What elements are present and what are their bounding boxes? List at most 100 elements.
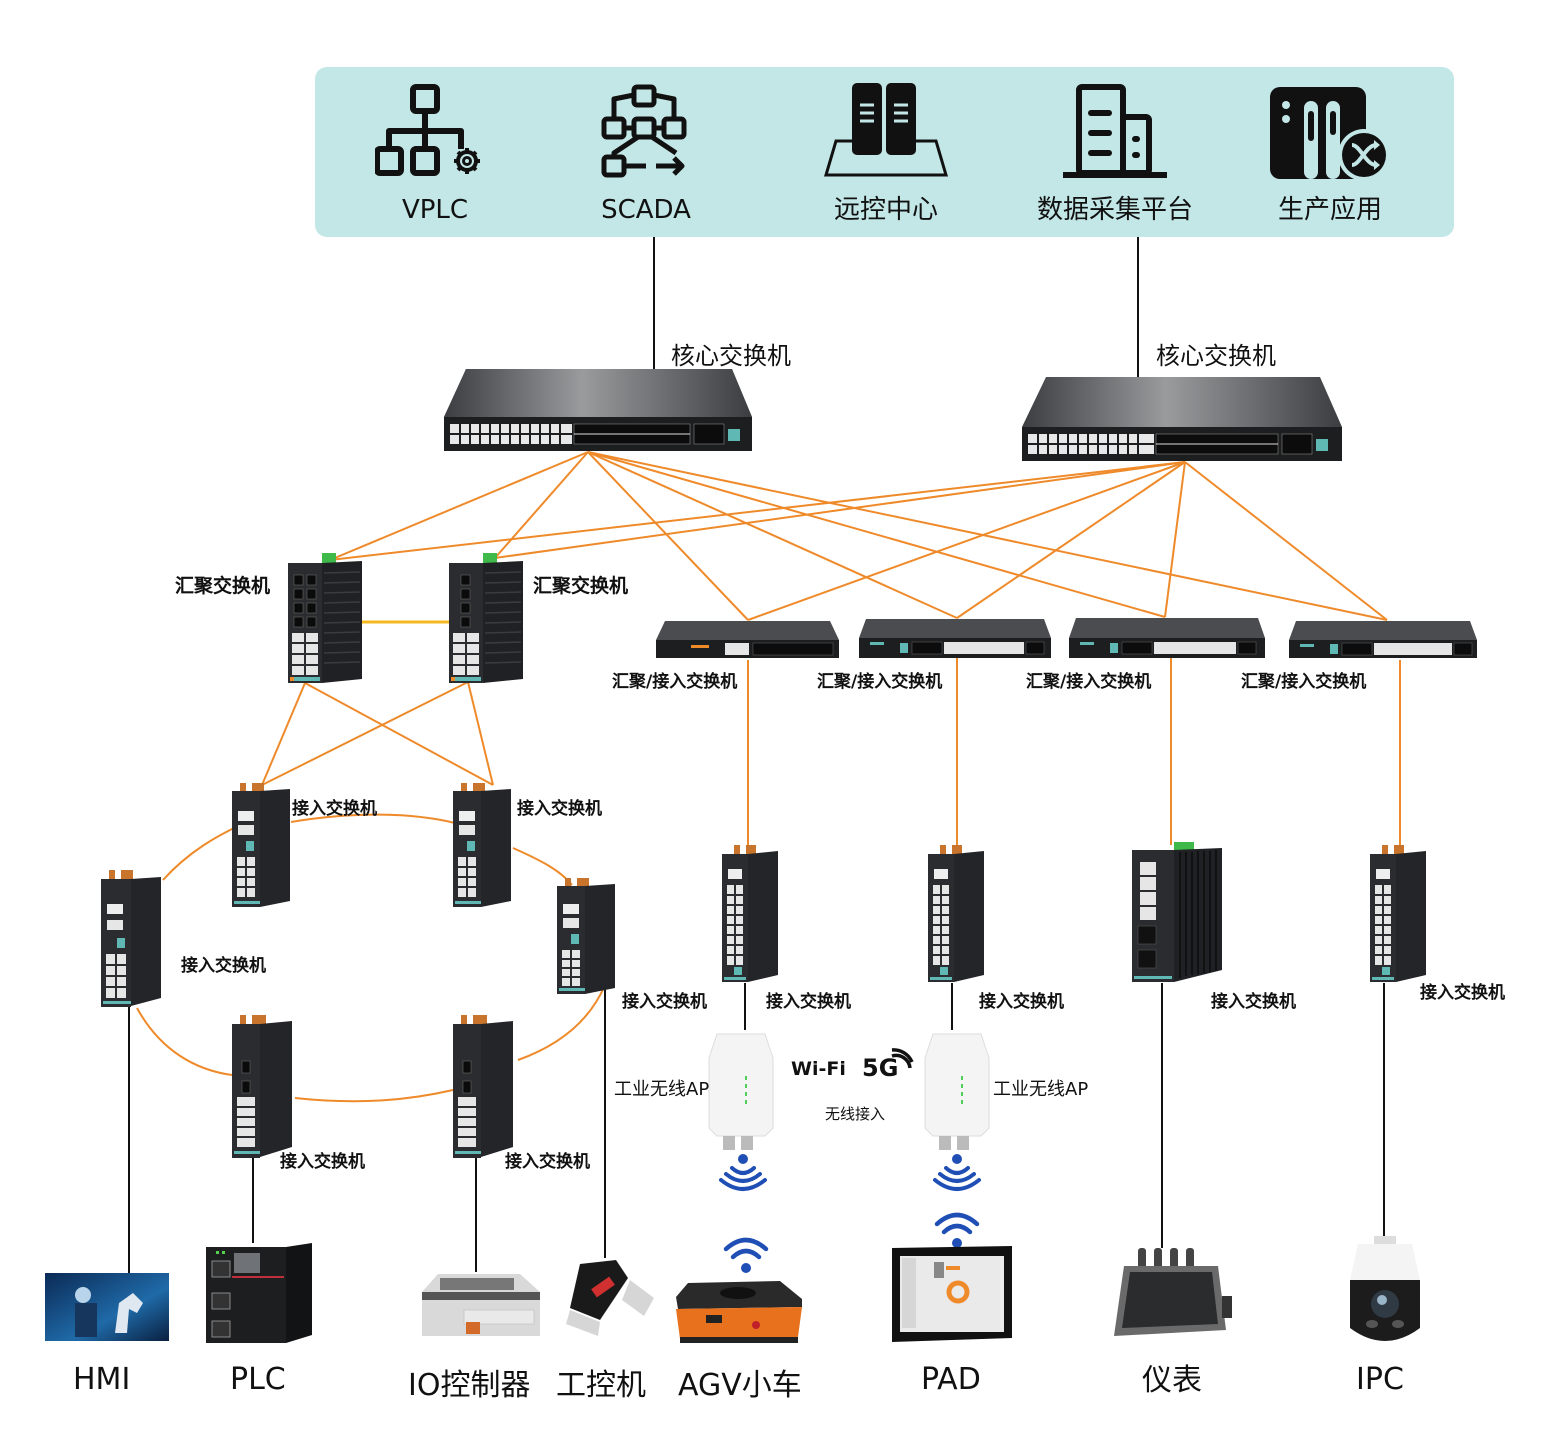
pad-device bbox=[892, 1246, 1012, 1342]
ring-access-switch-6 bbox=[453, 1015, 513, 1158]
link-core1-agg2 bbox=[494, 451, 589, 559]
ring-access-switch-6-label: 接入交换机 bbox=[505, 1152, 590, 1172]
meter-device bbox=[1114, 1248, 1232, 1336]
link-agg1-acc1 bbox=[261, 682, 306, 786]
agg-access-switch-1-label: 汇聚/接入交换机 bbox=[612, 672, 738, 692]
app-vplc: VPLC bbox=[335, 67, 535, 237]
app-scada: SCADA bbox=[546, 67, 746, 237]
device-label-io-controller: IO控制器 bbox=[408, 1368, 531, 1403]
ring-access-switch-2 bbox=[453, 783, 511, 907]
ring-access-switch-2-label: 接入交换机 bbox=[517, 799, 602, 819]
ip-camera-device bbox=[1350, 1236, 1420, 1341]
link-core1-aa1 bbox=[587, 451, 749, 621]
device-label-meter: 仪表 bbox=[1142, 1363, 1202, 1398]
right-access-switch-3-label: 接入交换机 bbox=[1211, 992, 1296, 1012]
link-core1-aa4 bbox=[587, 451, 1388, 621]
link-agg2-acc2 bbox=[467, 681, 494, 786]
device-label-plc: PLC bbox=[230, 1362, 286, 1397]
ring-access-switch-1 bbox=[232, 783, 290, 907]
io-controller-device bbox=[422, 1274, 540, 1336]
wifi-signal-icon bbox=[719, 1154, 767, 1191]
ring-access-switch-3-label: 接入交换机 bbox=[181, 956, 266, 976]
ring-link bbox=[517, 984, 606, 1061]
5g-logo: 5G bbox=[862, 1054, 899, 1082]
wifi-icon bbox=[934, 1212, 980, 1248]
core-switch-1-label: 核心交换机 bbox=[671, 342, 791, 370]
aggregation-switch-2 bbox=[449, 553, 523, 683]
plc-device bbox=[206, 1243, 312, 1343]
ap-1-label: 工业无线AP bbox=[614, 1079, 710, 1100]
agg-access-switch-2-label: 汇聚/接入交换机 bbox=[817, 672, 943, 692]
device-label-ip-camera: IPC bbox=[1356, 1362, 1404, 1397]
right-access-switch-1-label: 接入交换机 bbox=[766, 992, 851, 1012]
ring-link bbox=[136, 1007, 233, 1076]
aggregation-switch-1 bbox=[288, 553, 362, 683]
core-switch-2-label: 核心交换机 bbox=[1156, 342, 1276, 370]
app-data-acquisition-platform: 数据采集平台 bbox=[1015, 67, 1215, 237]
right-access-switch-1 bbox=[722, 845, 778, 982]
industrial-pc-device bbox=[566, 1260, 654, 1336]
right-access-switch-2 bbox=[928, 845, 984, 982]
right-access-switch-4-label: 接入交换机 bbox=[1420, 983, 1505, 1003]
right-access-switch-3 bbox=[1132, 842, 1222, 982]
link-core2-agg1 bbox=[329, 461, 1186, 561]
link-agg1-acc2 bbox=[304, 682, 494, 786]
link-agg2-acc1 bbox=[261, 681, 469, 786]
aggregation-switch-1-label: 汇聚交换机 bbox=[175, 575, 271, 597]
ap-2-label: 工业无线AP bbox=[993, 1079, 1089, 1100]
link-core1-aa2 bbox=[587, 451, 958, 619]
wifi-icon bbox=[723, 1237, 769, 1273]
flowchart-icon bbox=[601, 84, 687, 178]
app-label: 远控中心 bbox=[833, 195, 938, 225]
agv-device bbox=[676, 1281, 802, 1343]
industrial-ap-2 bbox=[924, 1033, 990, 1150]
link-core2-aa3 bbox=[1164, 461, 1186, 618]
server-shuffle-icon bbox=[1270, 87, 1390, 181]
link-core1-aa3 bbox=[587, 451, 1166, 618]
aggregation-switch-2-label: 汇聚交换机 bbox=[533, 575, 629, 597]
ring-access-switch-1-label: 接入交换机 bbox=[292, 799, 377, 819]
link-core2-aa4 bbox=[1184, 461, 1388, 621]
wifi-logo: Wi-Fi bbox=[791, 1058, 846, 1080]
5g-signal-icon bbox=[891, 1048, 914, 1069]
server-platform-icon bbox=[823, 83, 949, 177]
agg-access-switch-3 bbox=[1069, 618, 1265, 658]
app-production-application: 生产应用 bbox=[1230, 67, 1430, 237]
ring-access-switch-5-label: 接入交换机 bbox=[280, 1152, 365, 1172]
link-core2-aa1 bbox=[747, 461, 1186, 621]
ring-access-switch-4 bbox=[557, 878, 615, 994]
ring-link bbox=[162, 827, 235, 881]
agg-access-switch-1 bbox=[656, 621, 839, 658]
industrial-ap-1 bbox=[708, 1033, 774, 1150]
right-access-switch-4 bbox=[1370, 845, 1426, 982]
ring-access-switch-5 bbox=[232, 1015, 292, 1158]
ring-link bbox=[290, 813, 456, 824]
org-chart-gear-icon bbox=[375, 84, 480, 176]
application-layer-panel: VPLC bbox=[315, 67, 1454, 237]
wifi-signal-icon bbox=[933, 1154, 981, 1191]
link-core2-aa2 bbox=[956, 461, 1186, 619]
app-label: SCADA bbox=[601, 195, 691, 225]
app-label: 数据采集平台 bbox=[1036, 195, 1193, 225]
ring-link bbox=[294, 1089, 454, 1103]
hmi-device bbox=[45, 1273, 169, 1341]
device-label-hmi: HMI bbox=[73, 1362, 131, 1397]
right-access-switch-2-label: 接入交换机 bbox=[979, 992, 1064, 1012]
app-remote-control-center: 远控中心 bbox=[786, 67, 986, 237]
core-switch-2 bbox=[1022, 377, 1342, 461]
agg-access-switch-4-label: 汇聚/接入交换机 bbox=[1241, 672, 1367, 692]
ring-access-switch-4-label: 接入交换机 bbox=[622, 992, 707, 1012]
app-label: 生产应用 bbox=[1277, 195, 1382, 225]
building-icon bbox=[1063, 84, 1167, 178]
ring-access-switch-3 bbox=[101, 870, 161, 1007]
core-switch-1 bbox=[444, 369, 752, 451]
agg-access-switch-2 bbox=[859, 619, 1051, 658]
link-core2-agg2 bbox=[494, 461, 1186, 559]
device-label-industrial-pc: 工控机 bbox=[556, 1368, 646, 1403]
device-label-agv: AGV小车 bbox=[678, 1368, 802, 1403]
agg-access-switch-4 bbox=[1289, 621, 1477, 658]
agg-access-switch-3-label: 汇聚/接入交换机 bbox=[1026, 672, 1152, 692]
app-label: VPLC bbox=[401, 195, 469, 225]
